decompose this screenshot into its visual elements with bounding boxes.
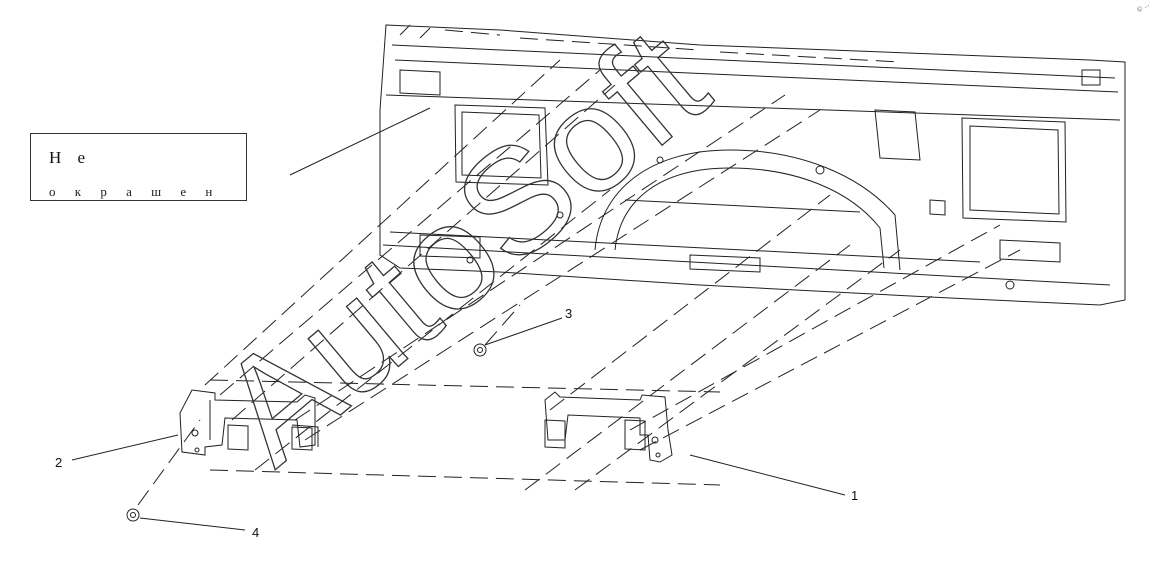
svg-text:AutoSoft: AutoSoft <box>188 0 737 495</box>
bolt-part-4 <box>126 508 140 522</box>
part-label-4: 4 <box>252 525 259 540</box>
leader-3 <box>484 317 563 346</box>
callout-line-1: Н е <box>49 148 92 167</box>
leader-4 <box>139 517 246 531</box>
part-label-1: 1 <box>851 488 858 503</box>
bolt-part-3 <box>473 343 487 357</box>
part-label-2: 2 <box>55 455 62 470</box>
leader-callout <box>289 107 431 176</box>
watermark: AutoSoft <box>187 0 737 495</box>
leader-1 <box>689 454 846 496</box>
assembly-dashed-lines <box>137 29 1021 506</box>
rear-panel <box>379 24 1126 306</box>
callout-line-2: о к р а ш е н о <box>49 184 221 199</box>
callout-box: Н е о к р а ш е н о <box>30 133 247 201</box>
leader-2 <box>71 434 179 461</box>
part-label-3: 3 <box>565 306 572 321</box>
bracket-part-1 <box>544 391 673 463</box>
bracket-part-2 <box>179 389 319 456</box>
